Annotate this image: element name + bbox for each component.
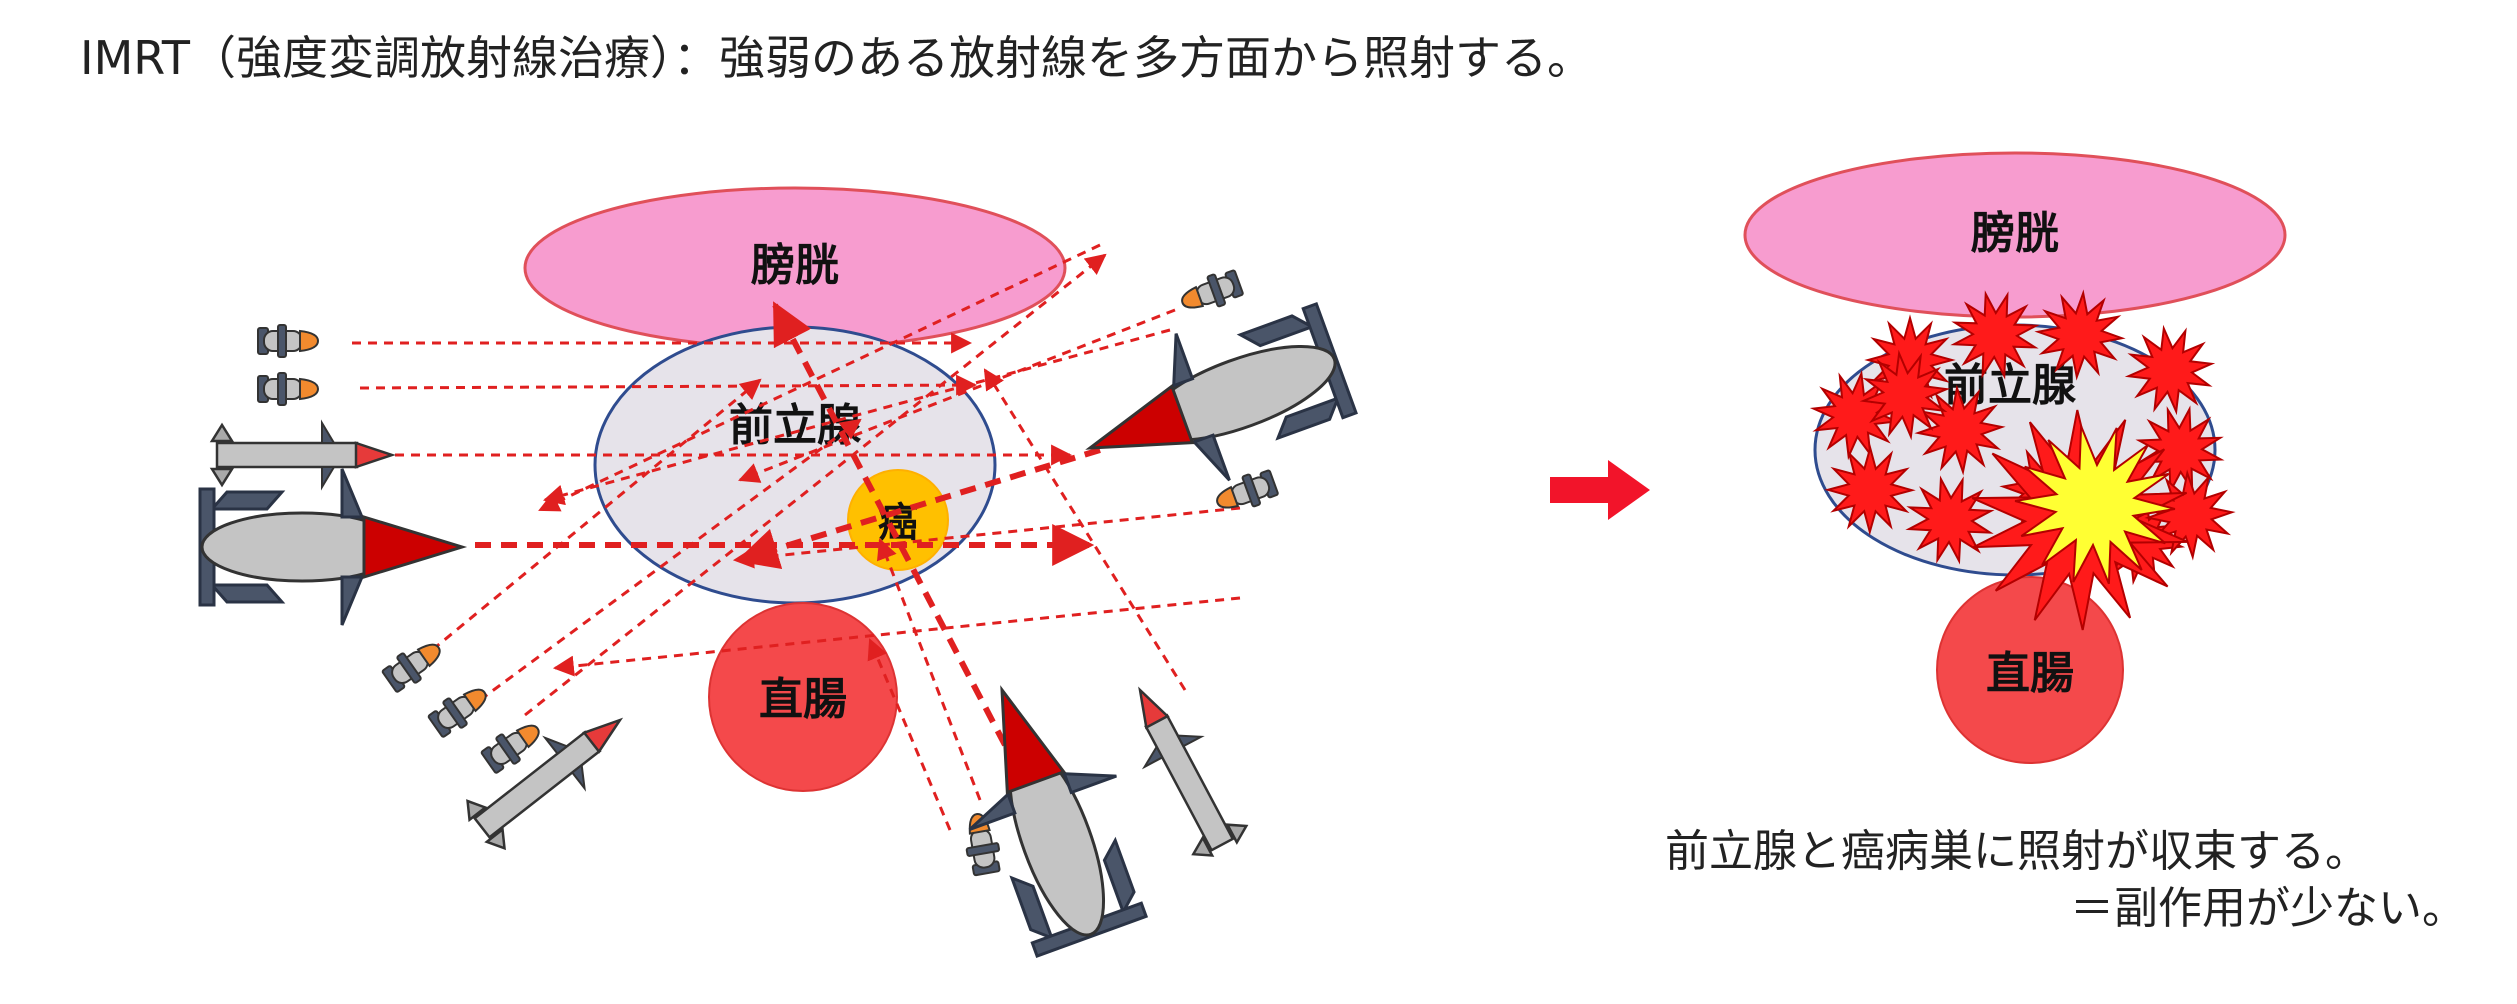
explosion-icon [1859, 349, 1951, 441]
bladder-after-label: 膀胱 [1970, 208, 2059, 259]
small-missile-icon [425, 678, 495, 741]
prostate-after-label: 前立腺 [1944, 360, 2077, 411]
rectum-after [1936, 576, 2124, 764]
missile-icon [927, 661, 1167, 965]
explosion-icon [1824, 444, 1916, 536]
explosion-icon [1905, 475, 1995, 565]
small-missile-icon [1176, 266, 1246, 319]
explosion-icon [1914, 384, 2006, 476]
missile-icon [1061, 283, 1365, 523]
explosion-icon [2124, 324, 2216, 416]
rectum-label: 直腸 [759, 674, 847, 725]
missile-icon [198, 467, 464, 627]
explosions [1809, 289, 2236, 631]
right-arrow-icon [1550, 460, 1650, 520]
small-missile-icon [257, 372, 319, 406]
strong-beams [475, 301, 1101, 747]
small-missile-icon [478, 714, 548, 777]
explosion-icon [2034, 289, 2126, 381]
small-missile-icon [257, 324, 319, 358]
small-missile-icon [379, 633, 449, 696]
explosion-icon [2014, 425, 2176, 585]
rectum [708, 602, 898, 792]
explosion-icon [1950, 290, 2040, 380]
radiation-beams [352, 243, 1241, 831]
missile-icon [1110, 673, 1255, 866]
result-note-line2: ＝副作用が少ない。 [2070, 883, 2466, 934]
missile-icon [457, 693, 641, 858]
rectum-after-label: 直腸 [1986, 648, 2074, 699]
bladder-label: 膀胱 [750, 240, 839, 291]
result-note-line1: 前立腺と癌病巣に照射が収束する。 [1665, 826, 2369, 877]
page-title: IMRT（強度変調放射線治療）：強弱のある放射線を多方面から照射する。 [80, 31, 1593, 85]
missile-icon [210, 421, 394, 489]
